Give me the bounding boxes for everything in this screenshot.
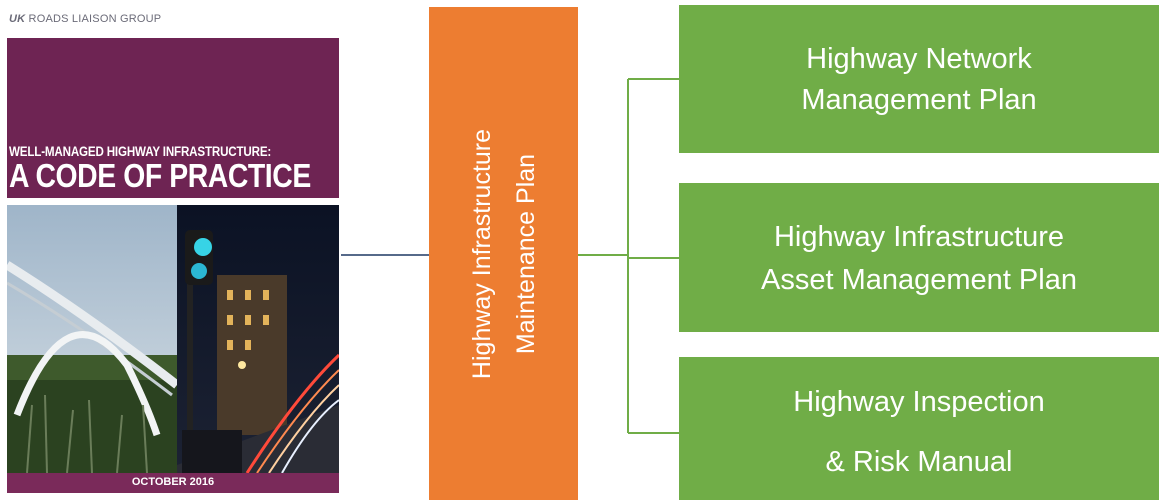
network-plan-line1: Highway Network <box>806 43 1032 75</box>
cover-photo <box>7 205 339 473</box>
cover-title-band <box>7 38 339 198</box>
code-of-practice-cover: UK ROADS LIAISON GROUP WELL-MANAGED HIGH… <box>5 5 341 493</box>
inspection-manual-line2: & Risk Manual <box>825 446 1013 478</box>
network-management-plan-box: Highway Network Management Plan <box>679 5 1159 153</box>
cover-footer: OCTOBER 2016 <box>7 473 339 493</box>
inspection-risk-manual-box: Highway Inspection & Risk Manual <box>679 357 1159 500</box>
cover-subtitle: WELL-MANAGED HIGHWAY INFRASTRUCTURE: <box>9 144 272 159</box>
network-plan-line2: Management Plan <box>801 84 1037 116</box>
cover-date: OCTOBER 2016 <box>131 476 215 488</box>
maintenance-plan-label: Highway Infrastructure Maintenance Plan <box>467 128 540 379</box>
maintenance-plan-box: Highway Infrastructure Maintenance Plan <box>429 7 578 500</box>
asset-plan-line1: Highway Infrastructure <box>773 221 1065 253</box>
inspection-manual-line1: Highway Inspection <box>793 386 1045 418</box>
cover-title: A CODE OF PRACTICE <box>9 157 311 194</box>
cover-photo-illustration <box>7 205 339 473</box>
asset-management-plan-box: Highway Infrastructure Asset Management … <box>679 183 1159 332</box>
asset-plan-line2: Asset Management Plan <box>761 264 1077 296</box>
cover-publisher: UK ROADS LIAISON GROUP <box>9 13 162 25</box>
